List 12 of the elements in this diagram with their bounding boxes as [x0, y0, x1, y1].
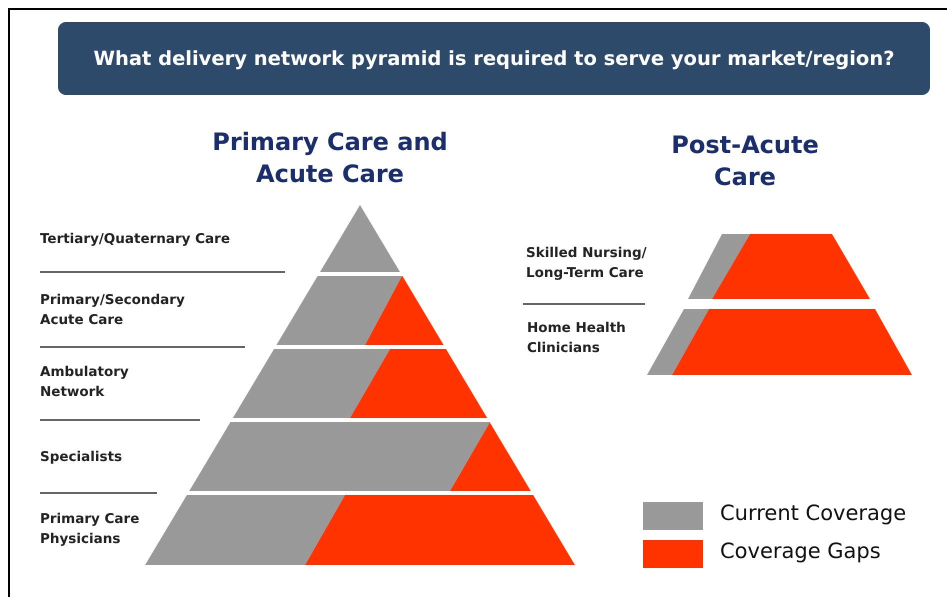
heading: Post-Acute Care — [670, 130, 820, 194]
title-banner: What delivery network pyramid is required to serve your market/region? — [58, 22, 930, 95]
tier-label: Primary Care Physicians — [40, 510, 140, 549]
legend-label: Current Coverage — [720, 501, 906, 525]
tier-label: Tertiary/Quaternary Care — [40, 230, 231, 249]
legend-label: Coverage Gaps — [720, 539, 881, 563]
tier-label: Home Health Clinicians — [527, 319, 627, 358]
tier-label: Specialists — [40, 448, 124, 467]
tier-label: Skilled Nursing/ Long-Term Care — [526, 244, 648, 283]
heading: Primary Care and Acute Care — [211, 127, 449, 190]
tier-label: Primary/Secondary Acute Care — [40, 291, 186, 330]
tier-label: Ambulatory Network — [40, 363, 130, 402]
